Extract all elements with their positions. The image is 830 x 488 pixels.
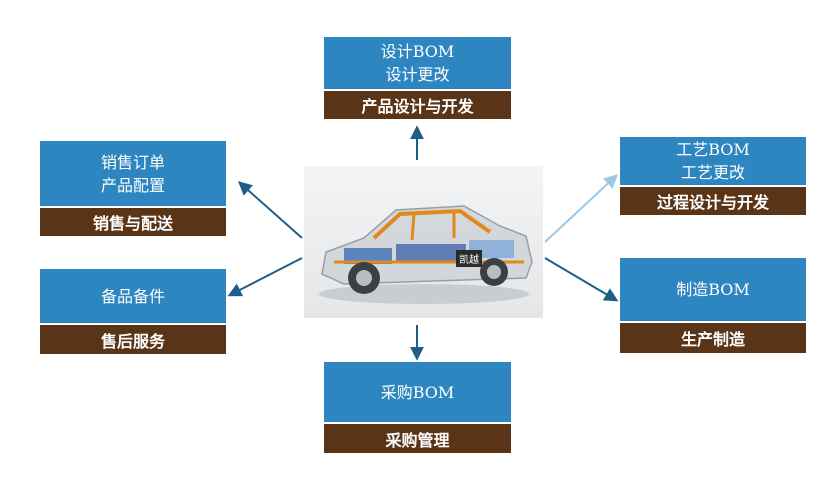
sales-stage-label: 销售与配送 — [40, 208, 226, 236]
car-illustration — [319, 205, 533, 304]
node-design: 设计BOM 设计更改 产品设计与开发 — [324, 37, 511, 119]
mfg-bom-box: 制造BOM — [620, 258, 806, 323]
arrow-to-spare — [227, 257, 303, 297]
node-spare: 备品备件 售后服务 — [40, 269, 226, 354]
sales-bom-box: 销售订单 产品配置 — [40, 141, 226, 208]
process-line-1: 工艺BOM — [676, 140, 750, 159]
car-image: 凯越 — [304, 166, 543, 318]
node-process: 工艺BOM 工艺更改 过程设计与开发 — [620, 137, 806, 215]
purchase-line-1: 采购BOM — [380, 382, 455, 402]
spare-line-1: 备品备件 — [100, 286, 165, 306]
design-line-2: 设计更改 — [385, 65, 450, 84]
design-line-1: 设计BOM — [380, 42, 455, 61]
design-bom-box: 设计BOM 设计更改 — [324, 37, 511, 91]
node-mfg: 制造BOM 生产制造 — [620, 258, 806, 353]
node-sales: 销售订单 产品配置 销售与配送 — [40, 141, 226, 236]
purchase-stage-label: 采购管理 — [324, 424, 511, 453]
arrow-to-mfg — [544, 257, 619, 302]
sales-line-1: 销售订单 — [100, 152, 165, 172]
arrow-to-sales — [237, 181, 303, 239]
node-purchase: 采购BOM 采购管理 — [324, 362, 511, 453]
mfg-line-1: 制造BOM — [676, 280, 750, 299]
design-stage-label: 产品设计与开发 — [324, 91, 511, 119]
process-stage-label: 过程设计与开发 — [620, 187, 806, 215]
mfg-stage-label: 生产制造 — [620, 323, 806, 353]
spare-bom-box: 备品备件 — [40, 269, 226, 325]
process-bom-box: 工艺BOM 工艺更改 — [620, 137, 806, 187]
process-line-2: 工艺更改 — [680, 163, 745, 182]
car-model-badge: 凯越 — [456, 250, 482, 267]
arrow-to-process — [544, 174, 619, 243]
spare-stage-label: 售后服务 — [40, 325, 226, 354]
sales-line-2: 产品配置 — [100, 175, 165, 195]
purchase-bom-box: 采购BOM — [324, 362, 511, 424]
